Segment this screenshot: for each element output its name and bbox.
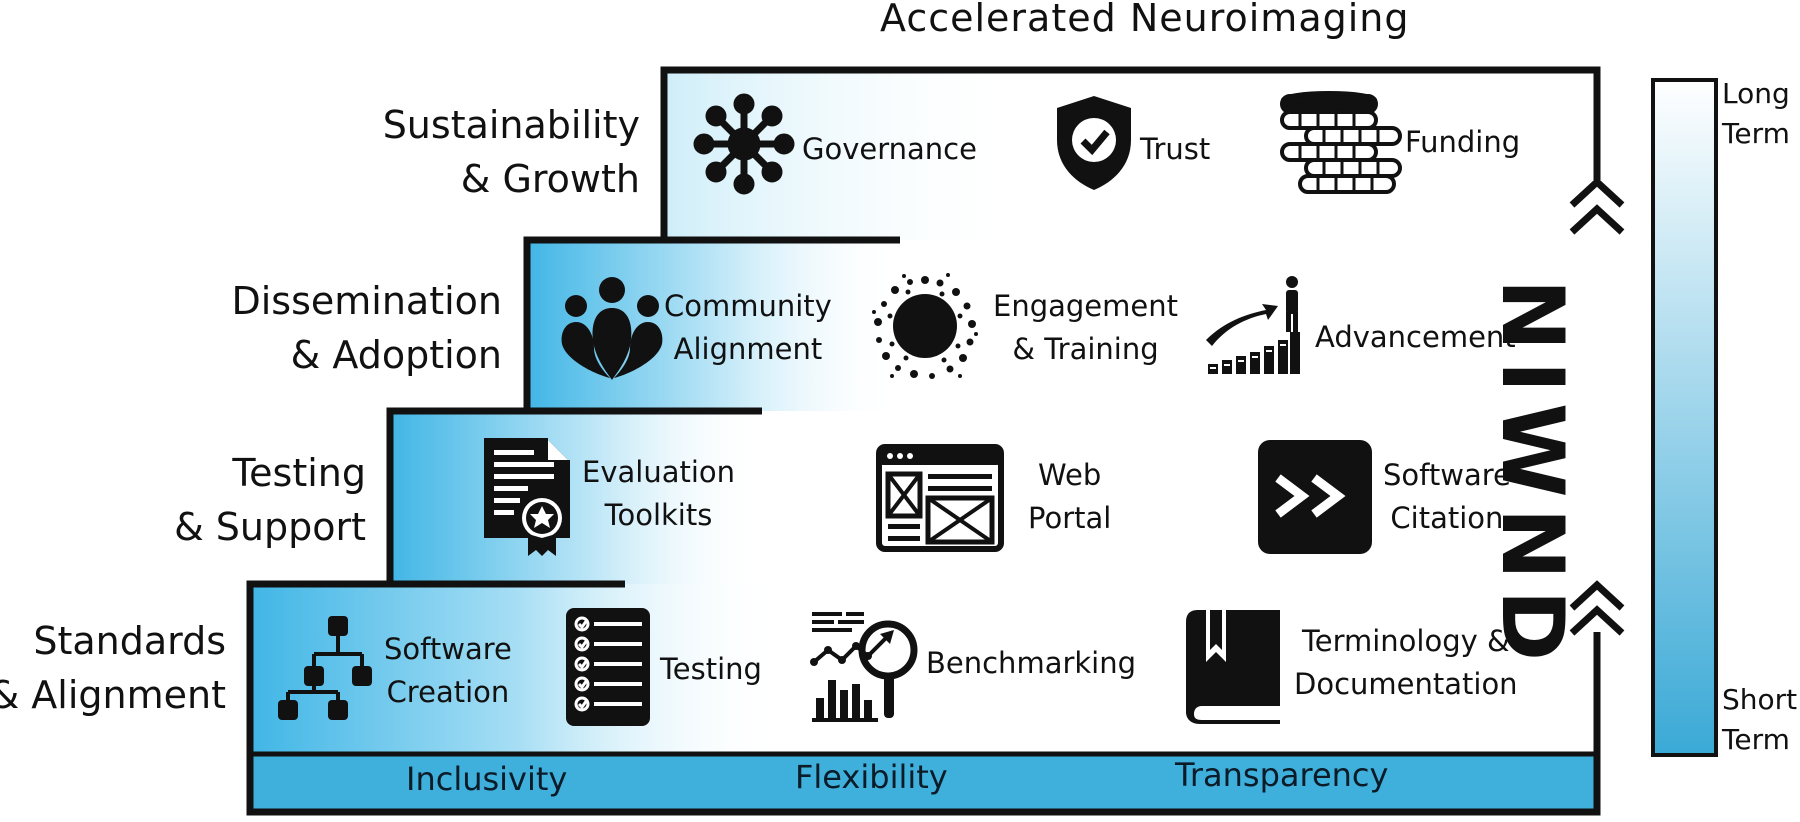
terminal-icon: [1258, 440, 1372, 554]
item-label-engagement-training: Engagement& Training: [993, 289, 1178, 366]
hierarchy-icon: [278, 616, 372, 720]
row-label-standards: Standards& Alignment: [0, 619, 226, 717]
foundation-label-inclusivity: Inclusivity: [406, 760, 568, 798]
row-label-testing: Testing& Support: [174, 451, 366, 549]
foundation-bar: [250, 754, 1597, 810]
chevron-up-icon-top: [1569, 177, 1625, 235]
time-scale-bar: [1651, 78, 1718, 757]
item-label-trust: Trust: [1140, 132, 1211, 166]
checklist-icon: [566, 608, 650, 726]
row-label-dissemination: Dissemination& Adoption: [231, 279, 502, 377]
item-label-funding: Funding: [1405, 125, 1521, 159]
shield-check-icon: [1057, 96, 1131, 190]
growth-chart-icon: [1206, 276, 1300, 374]
coins-icon: [1280, 91, 1402, 194]
step-fill-3: [527, 240, 900, 411]
foundation-label-transparency: Transparency: [1175, 756, 1389, 794]
staircase-outline: [246, 66, 1601, 816]
item-label-benchmarking: Benchmarking: [926, 646, 1137, 680]
diagram-title: Accelerated Neuroimaging: [880, 0, 1410, 40]
burst-circle-icon: [872, 273, 978, 379]
step-fill-1: [252, 584, 782, 754]
item-label-governance: Governance: [802, 132, 977, 166]
item-label-testing: Testing: [660, 652, 762, 686]
step-fill-4: [666, 70, 1026, 240]
item-label-terminology-documentation: Terminology &Documentation: [1294, 624, 1518, 701]
item-label-advancement: Advancement: [1315, 320, 1516, 354]
network-icon: [693, 93, 795, 195]
people-group-icon: [561, 277, 663, 380]
row-label-sustainability: Sustainability& Growth: [382, 103, 640, 201]
certificate-icon: [484, 438, 570, 556]
foundation-label-flexibility: Flexibility: [795, 758, 948, 796]
step-fill-2: [391, 411, 764, 584]
book-icon: [1186, 610, 1280, 724]
chevron-up-icon-bottom: [1569, 580, 1625, 636]
analytics-icon: [810, 612, 918, 722]
browser-window-icon: [876, 444, 1004, 552]
